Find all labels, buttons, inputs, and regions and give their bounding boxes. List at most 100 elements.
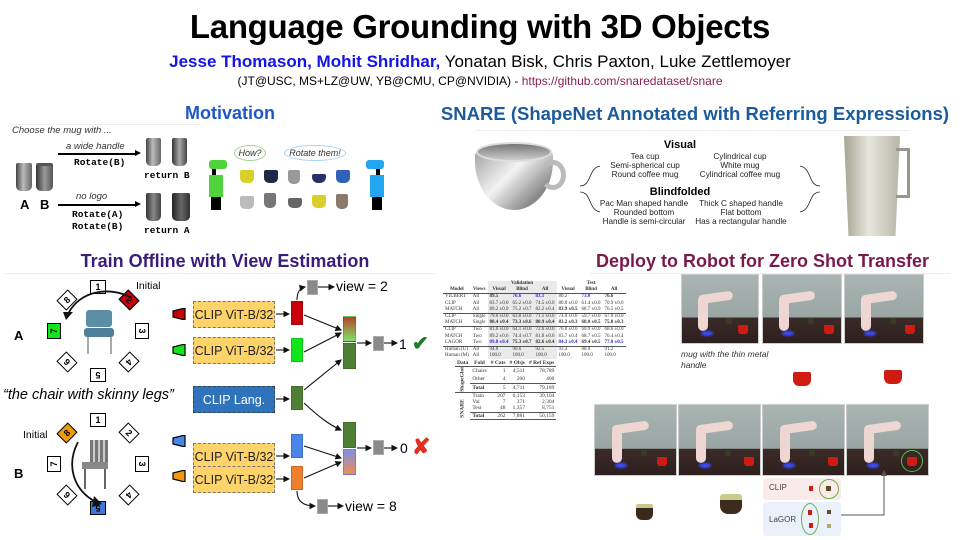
table-cell: Human (M): [445, 353, 469, 359]
table-cell: 89.2 ±0.6: [487, 333, 511, 340]
table-cell: Total: [470, 411, 489, 420]
robot-arm: [611, 420, 650, 435]
table-cell: 60.9 ±0.0: [579, 326, 603, 334]
red-mug-thumb: [808, 510, 812, 515]
tea-mug-image: [809, 449, 816, 456]
checkmark-icon: ✔: [412, 333, 429, 355]
visual-right-item: White mug: [720, 161, 760, 170]
curved-arrow-icon: [580, 165, 601, 187]
blind-right-item: Has a rectangular handle: [695, 217, 787, 226]
panel-label-b: B: [14, 466, 24, 481]
score-head-a: [373, 336, 384, 351]
table-cell: 75.8 ±0.3: [604, 320, 624, 326]
table-cell: Other: [472, 375, 485, 382]
green-tea-mug-image: [720, 494, 742, 514]
mug-label-b: B: [40, 197, 50, 212]
robot-photo: [846, 404, 929, 476]
table-cell: 76.6: [602, 293, 626, 301]
table-cell: 200: [516, 375, 525, 382]
speech-bubble-left: How?: [234, 145, 266, 161]
table-cell: Total: [470, 382, 489, 393]
table-cell: Val: [472, 399, 480, 406]
group-label: ShapeGlot: [455, 366, 471, 393]
table-cell: 69.4 ±0.5: [581, 339, 601, 345]
table-cell: 70.9 ±0.0: [604, 300, 624, 306]
robot-arm: [861, 296, 871, 331]
robot-arm: [779, 426, 790, 463]
table-cell: 81.8 ±0.6: [533, 333, 557, 340]
column-header: Visual: [561, 287, 575, 293]
robot-photo: [844, 274, 924, 344]
snare-title: SNARE (ShapeNet Annotated with Referring…: [440, 103, 950, 124]
divider: [10, 124, 200, 125]
table-cell: 76.6: [510, 293, 534, 301]
train-title: Train Offline with View Estimation: [80, 251, 370, 271]
column-header: Visual: [487, 287, 511, 294]
table-cell: 64.1 ±0.0: [510, 326, 534, 334]
column-header: Views: [472, 287, 486, 293]
red-mug-thumb: [809, 486, 813, 491]
table-cell: 80.2: [556, 293, 580, 301]
arrow-right-icon: [58, 201, 141, 207]
selection-circle: [801, 503, 819, 535]
red-mug-thumb: [809, 523, 813, 528]
motivation-title: Motivation: [185, 103, 275, 123]
tea-mug-thumb: [826, 486, 831, 491]
camera-icon-orange: [172, 470, 186, 482]
lagor-result-box: LaGOR: [763, 502, 841, 536]
initial-label-a: Initial: [136, 280, 161, 292]
case1-action: Rotate(B): [74, 157, 126, 168]
case2-result: return A: [144, 225, 190, 236]
table-cell: 4: [502, 375, 506, 382]
table-cell: 84.3 ±0.4: [558, 339, 578, 345]
view-camera-3: 3: [135, 456, 149, 472]
feature-view-blue: [291, 434, 303, 458]
table-cell: Two: [470, 326, 488, 334]
view-output-bottom: view = 8: [345, 498, 397, 514]
table-cell: 79,189: [526, 382, 557, 393]
divider: [5, 273, 435, 274]
table-cell: 90.6: [510, 346, 534, 354]
clip-language-encoder: CLIP Lang.: [193, 386, 275, 413]
column-header: Blind: [510, 287, 534, 294]
table-cell: Chairs: [472, 368, 487, 375]
table-cell: 79.0 ±0.0: [487, 313, 511, 321]
score-output-b: 0: [400, 440, 408, 456]
table-cell: 82.6 ±0.4: [533, 339, 557, 347]
blind-left-item: Pac Man shaped handle: [599, 199, 689, 208]
table-cell: 100.0: [581, 353, 593, 359]
robot-photo: [678, 404, 761, 476]
tea-mug-thumb: [827, 524, 831, 528]
table-cell: 400: [546, 375, 555, 382]
table-cell: 83.1: [533, 293, 557, 301]
table-cell: 63.8 ±0.0: [510, 313, 534, 321]
chair-a-image: [84, 310, 114, 354]
camera-icon-blue: [172, 435, 186, 447]
visual-left-item: Semi-spherical cup: [610, 161, 680, 170]
github-link[interactable]: https://github.com/snaredataset/snare: [521, 74, 723, 88]
table-cell: 81.0 ±0.0: [487, 326, 511, 334]
table-cell: 6,153: [512, 392, 525, 399]
table-cell: 262: [488, 411, 508, 420]
selection-circle: [900, 449, 923, 472]
red-mug-image: [738, 325, 749, 335]
motivation-prompt: Choose the mug with ...: [12, 125, 112, 136]
table-cell: 100.0: [487, 353, 511, 360]
feature-view-orange: [291, 466, 303, 490]
table-cell: 83.2 ±0.3: [558, 320, 578, 326]
red-mug-image: [823, 325, 834, 335]
table-cell: LAGOR: [445, 339, 463, 345]
table-cell: 39,104: [539, 392, 555, 399]
blindfolded-heading: Blindfolded: [649, 186, 711, 198]
fused-view-feature-a: [343, 316, 356, 342]
table-cell: 73.0: [579, 293, 603, 301]
mug-a-result-image: [146, 193, 161, 221]
view-head-top: [307, 280, 318, 295]
